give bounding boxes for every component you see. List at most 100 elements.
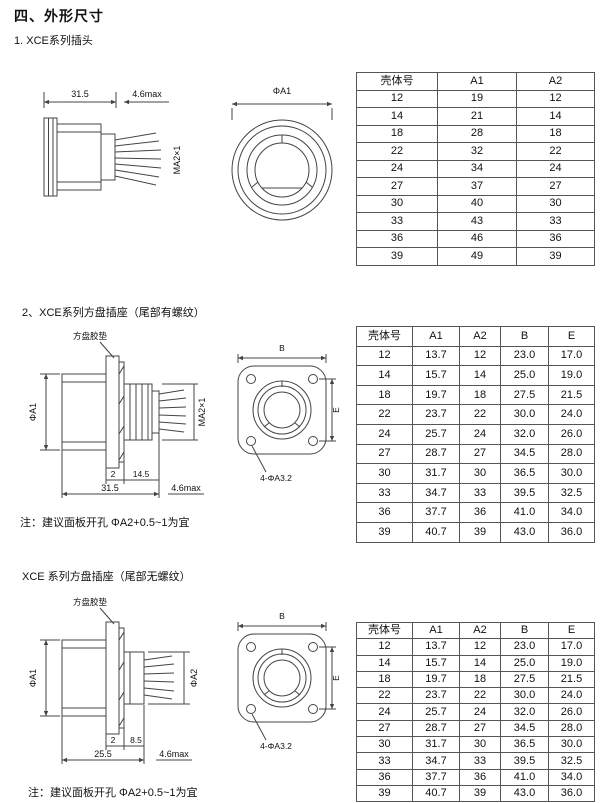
table-cell: 34.7 <box>412 752 460 770</box>
table-cell: 34.7 <box>412 482 460 504</box>
table-cell: 12 <box>516 89 595 108</box>
table-cell: 34 <box>437 159 517 178</box>
table-header-cell: A1 <box>412 326 460 347</box>
total-length-label: 25.5 <box>94 749 112 759</box>
socket-threaded-front-view-drawing: B E 4-ΦA3.2 <box>237 343 341 483</box>
table-cell: 36.5 <box>500 736 549 754</box>
dimension-arrows <box>232 101 332 107</box>
table-cell: 30 <box>516 194 595 213</box>
dimension-arrows <box>43 640 49 716</box>
table-cell: 32.0 <box>500 703 549 721</box>
table-cell: 30.0 <box>548 736 595 754</box>
table-cell: 27 <box>356 719 413 738</box>
table-cell: 30 <box>356 194 438 213</box>
diameter-label: ΦA1 <box>273 86 291 96</box>
table-header-cell: E <box>548 621 595 640</box>
table-header-cell: A1 <box>437 72 517 91</box>
table-cell: 12 <box>356 638 413 656</box>
table-cell: 36 <box>356 768 413 786</box>
table-cell: 30 <box>459 463 501 484</box>
table-cell: 21.5 <box>548 670 595 689</box>
table-cell: 36.5 <box>500 463 549 484</box>
table-cell: 18 <box>516 124 595 143</box>
table-cell: 39.5 <box>500 752 549 770</box>
square-flange-outline <box>237 633 327 723</box>
gasket-leader-line <box>99 341 115 359</box>
table-cell: 36 <box>516 229 595 248</box>
table-cell: 25.7 <box>412 423 460 445</box>
flange-and-gasket <box>105 355 125 469</box>
table-cell: 34.0 <box>548 502 595 523</box>
table-cell: 22 <box>356 142 438 161</box>
dimension-arrows <box>43 374 49 450</box>
section3-heading: XCE 系列方盘插座（尾部无螺纹） <box>22 571 191 583</box>
mounting-hole-leader <box>251 713 267 741</box>
total-length-label: 31.5 <box>101 483 119 493</box>
table-cell: 25.0 <box>500 365 549 386</box>
table-cell: 40.7 <box>412 521 460 543</box>
rear-length-label: 14.5 <box>133 469 150 479</box>
table-cell: 22 <box>356 687 413 705</box>
table-cell: 22 <box>459 687 501 705</box>
table-cell: 23.0 <box>500 345 549 367</box>
table-cell: 33 <box>356 212 438 231</box>
table-cell: 24 <box>356 423 413 445</box>
table-header-cell: 壳体号 <box>356 72 438 91</box>
plain-rear-outline <box>123 651 145 705</box>
table-cell: 27.5 <box>500 670 549 689</box>
gasket-leader-line <box>99 607 115 625</box>
mounting-hole-leader <box>251 445 267 473</box>
table-cell: 24.0 <box>548 404 595 425</box>
table-cell: 14 <box>356 107 438 126</box>
table-cell: 15.7 <box>412 365 460 386</box>
table-cell: 27 <box>356 177 438 196</box>
table-cell: 12 <box>459 638 501 656</box>
dimension-arrows <box>62 757 144 763</box>
bottom-dimension-lines <box>61 705 192 764</box>
socket-threaded-side-view-drawing: 方盘胶垫 ΦA1 <box>28 331 207 498</box>
table-header-cell: B <box>500 621 549 640</box>
table-header-cell: 壳体号 <box>356 326 413 347</box>
table-cell: 30 <box>356 463 413 484</box>
table-cell: 43 <box>437 212 517 231</box>
flange-width-label: B <box>279 611 285 621</box>
table-cell: 37.7 <box>412 768 460 786</box>
table-cell: 18 <box>356 124 438 143</box>
table-cell: 25.7 <box>412 703 460 721</box>
table-cell: 26.0 <box>548 703 595 721</box>
table-cell: 24 <box>356 159 438 178</box>
contact-pins <box>158 389 187 433</box>
bottom-dimension-lines <box>61 433 204 498</box>
table-cell: 32 <box>437 142 517 161</box>
contact-pins <box>143 655 175 700</box>
table-cell: 19.0 <box>548 365 595 386</box>
table-header-cell: B <box>500 326 549 347</box>
table-cell: 28.7 <box>412 443 460 465</box>
table-cell: 36 <box>459 768 501 786</box>
front-diameter-label: ΦA1 <box>28 403 38 421</box>
plug-face-circles <box>231 119 333 221</box>
threaded-rear-outline <box>123 383 160 441</box>
table-cell: 33 <box>459 482 501 504</box>
plug-front-view-drawing: ΦA1 <box>231 86 333 221</box>
table-cell: 28.7 <box>412 719 460 738</box>
table-cell: 36.0 <box>548 521 595 543</box>
table-cell: 33 <box>459 752 501 770</box>
front-shell-outline <box>61 639 107 717</box>
flange-width-dimension <box>237 622 327 631</box>
table-cell: 27.5 <box>500 384 549 406</box>
